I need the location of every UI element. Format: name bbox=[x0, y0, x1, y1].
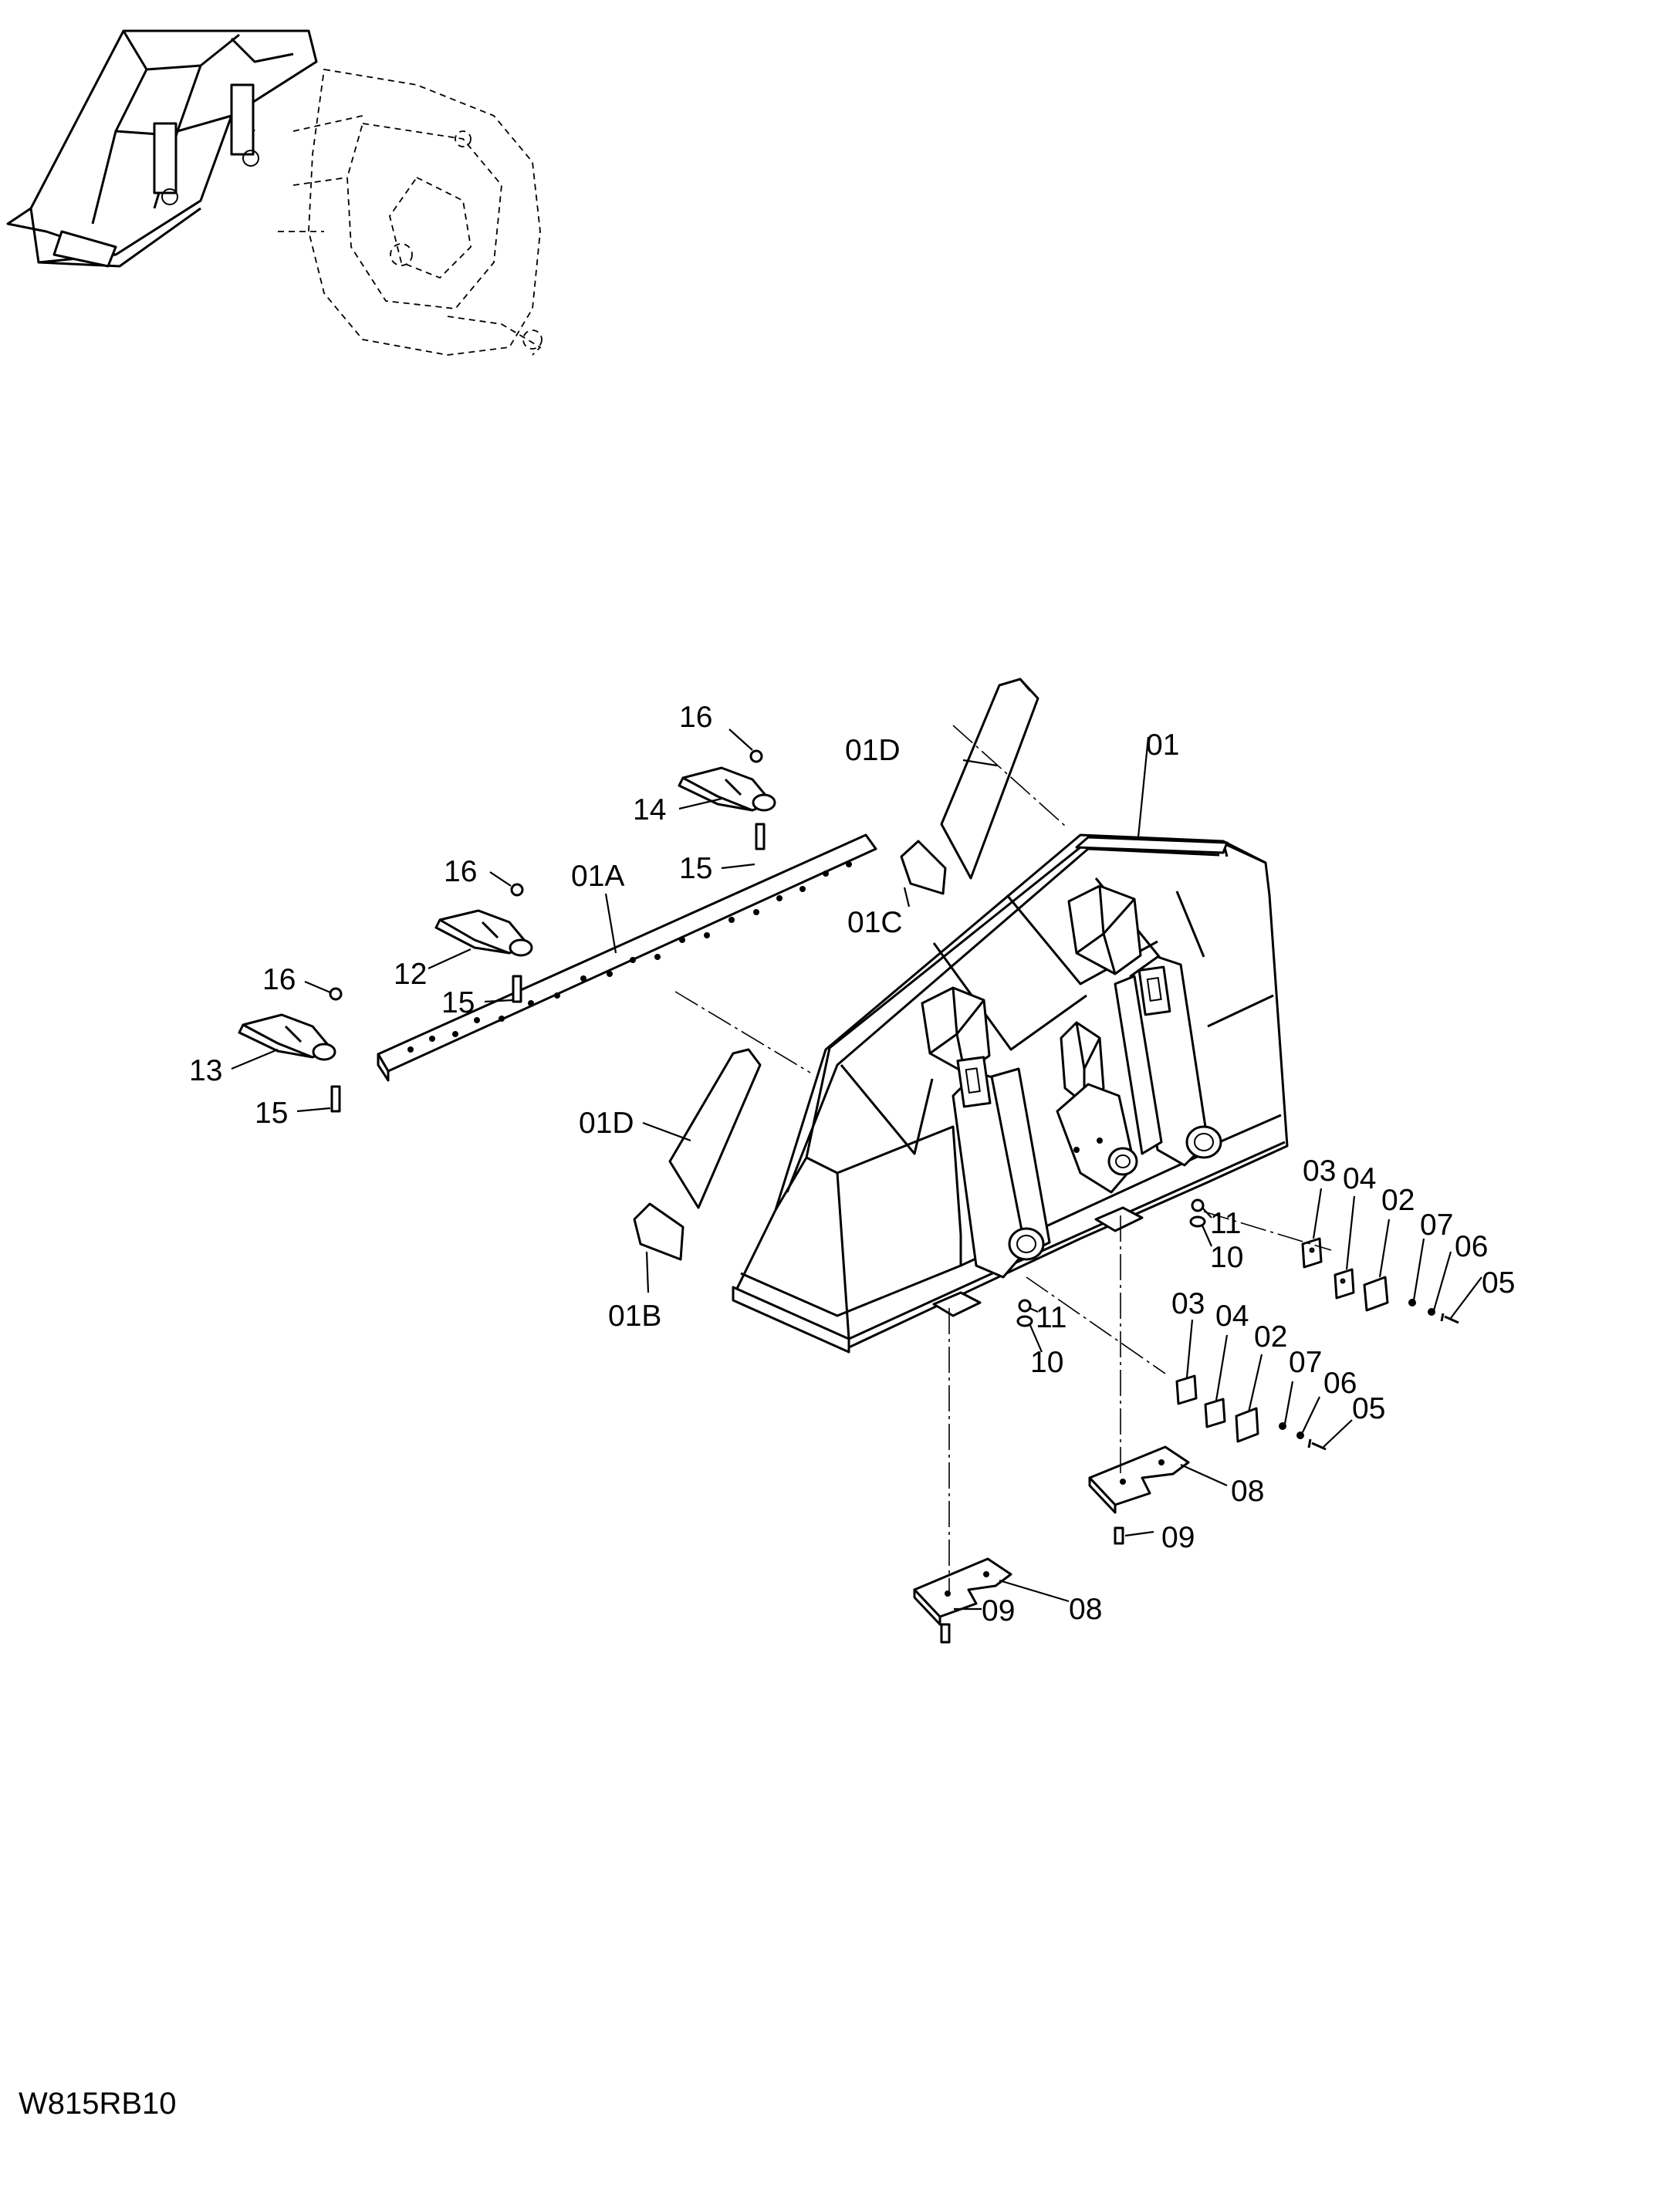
callout-01a: 01A bbox=[571, 860, 624, 893]
callout-01d: 01D bbox=[845, 734, 901, 767]
side-cutter-01d-top bbox=[940, 678, 1039, 880]
callout-09: 09 bbox=[1161, 1521, 1195, 1554]
tooth-adapter-14 bbox=[678, 749, 776, 850]
tooth-adapter-12 bbox=[434, 883, 533, 1003]
callout-15: 15 bbox=[255, 1097, 288, 1130]
overview-thumbnail bbox=[6, 29, 543, 356]
callout-03: 03 bbox=[1171, 1287, 1205, 1320]
callout-16: 16 bbox=[679, 701, 712, 734]
tooth-adapter-13 bbox=[238, 987, 343, 1113]
hardware-group-center bbox=[1016, 1299, 1327, 1451]
callout-11: 11 bbox=[1210, 1207, 1242, 1240]
leader-lines bbox=[231, 728, 1482, 1611]
center-lines bbox=[674, 725, 1332, 1591]
callout-15: 15 bbox=[441, 986, 475, 1019]
cutting-edge-01a bbox=[377, 833, 877, 1082]
callout-15: 15 bbox=[679, 852, 712, 885]
wear-plate-08-left bbox=[913, 1557, 1012, 1644]
callout-07: 07 bbox=[1420, 1208, 1453, 1242]
callout-09: 09 bbox=[982, 1594, 1015, 1628]
callout-02: 02 bbox=[1254, 1320, 1287, 1354]
callout-16: 16 bbox=[444, 855, 477, 888]
callout-01c: 01C bbox=[847, 906, 903, 939]
wear-plate-08-right bbox=[1088, 1445, 1190, 1545]
callout-08: 08 bbox=[1069, 1593, 1102, 1626]
corner-piece-01b bbox=[633, 1202, 685, 1261]
callout-05: 05 bbox=[1352, 1392, 1385, 1425]
callout-01: 01 bbox=[1146, 728, 1179, 762]
callout-08: 08 bbox=[1231, 1475, 1264, 1508]
callout-02: 02 bbox=[1381, 1184, 1415, 1217]
callout-01b: 01B bbox=[608, 1300, 661, 1333]
callout-06: 06 bbox=[1455, 1230, 1488, 1263]
callout-04: 04 bbox=[1343, 1162, 1376, 1195]
callout-05: 05 bbox=[1482, 1266, 1515, 1300]
callout-06: 06 bbox=[1323, 1367, 1357, 1400]
callout-14: 14 bbox=[633, 793, 666, 826]
callout-10: 10 bbox=[1210, 1241, 1243, 1274]
callout-07: 07 bbox=[1289, 1346, 1322, 1379]
callout-16: 16 bbox=[262, 963, 296, 996]
callout-11: 11 bbox=[1036, 1301, 1067, 1334]
callout-10: 10 bbox=[1030, 1346, 1063, 1379]
callout-labels: 16 01D 01 14 15 16 01A 01C 12 15 16 13 1… bbox=[189, 701, 1515, 1628]
callout-01d: 01D bbox=[579, 1107, 634, 1140]
bucket-01 bbox=[732, 833, 1289, 1354]
side-cutter-01d-left bbox=[668, 1048, 762, 1209]
callout-04: 04 bbox=[1215, 1300, 1249, 1333]
drawing-code: W815RB10 bbox=[19, 2087, 177, 2121]
callout-03: 03 bbox=[1303, 1154, 1336, 1188]
callout-12: 12 bbox=[394, 958, 427, 991]
corner-piece-01c bbox=[900, 840, 947, 895]
callout-13: 13 bbox=[189, 1054, 222, 1087]
